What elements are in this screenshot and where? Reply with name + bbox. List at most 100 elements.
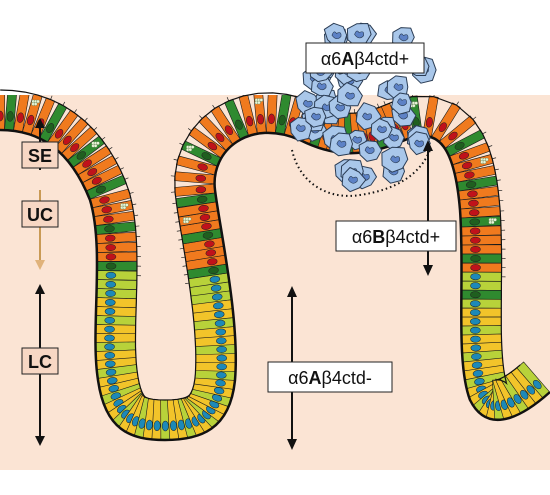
cell-nucleus — [54, 129, 64, 139]
microvillus — [496, 179, 501, 181]
microvillus — [182, 265, 187, 267]
goblet-vesicle — [187, 217, 192, 221]
cell-nucleus — [195, 186, 207, 194]
cell-nucleus — [196, 195, 208, 203]
cell-nucleus — [470, 282, 481, 290]
uc-label-box — [21, 200, 59, 228]
tumor-nucleus — [295, 124, 306, 132]
epithelial-cell — [0, 95, 5, 131]
tumor-nucleus — [316, 82, 327, 91]
microvillus — [178, 239, 183, 241]
epithelial-cell — [460, 307, 502, 318]
cell-nucleus — [87, 168, 98, 177]
cell-nucleus — [62, 135, 72, 145]
microvillus — [433, 95, 435, 97]
tumor-nucleus — [389, 133, 399, 142]
epithelial-cell — [461, 262, 502, 273]
goblet-vesicle — [93, 144, 98, 148]
cell-nucleus — [195, 174, 207, 182]
crypt-integrin-label-text: α6Aβ4ctd- — [288, 368, 372, 388]
cell-nucleus — [470, 309, 481, 317]
cell-nucleus — [199, 213, 211, 221]
tumor-nucleus — [344, 91, 355, 100]
cell-nucleus — [216, 371, 227, 379]
cell-nucleus — [16, 112, 24, 123]
microvillus — [176, 230, 181, 232]
epithelial-cell — [95, 297, 137, 309]
cell-nucleus — [153, 420, 161, 432]
tumor-nucleus — [310, 112, 321, 121]
cell-nucleus — [205, 249, 217, 257]
epithelial-cell — [460, 316, 502, 327]
microvillus — [377, 103, 380, 108]
microvillus — [383, 101, 386, 106]
cell-nucleus — [465, 181, 477, 189]
cell-nucleus — [468, 209, 480, 217]
goblet-vesicle — [259, 98, 264, 102]
cell-nucleus — [235, 119, 243, 130]
cell-nucleus — [470, 291, 481, 299]
cell-nucleus — [215, 132, 225, 142]
microvillus — [494, 168, 499, 171]
microvillus — [175, 221, 180, 223]
lc-arrowhead-bottom — [35, 436, 45, 446]
cell-nucleus — [107, 377, 118, 385]
microvillus — [114, 157, 119, 160]
cell-nucleus — [469, 227, 481, 235]
epithelial-cell — [95, 306, 137, 318]
tumor-nucleus — [336, 140, 347, 148]
cell-nucleus — [425, 117, 433, 128]
microvillus — [74, 109, 77, 113]
microvillus — [412, 95, 414, 97]
cell-nucleus — [104, 352, 116, 359]
tumor-nucleus — [397, 98, 407, 106]
crypt-integrin-label: α6Aβ4ctd- — [267, 361, 393, 393]
microvillus — [134, 214, 139, 217]
cell-nucleus — [197, 163, 208, 171]
cell-nucleus — [105, 360, 116, 368]
cell-nucleus — [46, 123, 55, 133]
epithelial-cell — [461, 271, 502, 282]
tumor-integrin-label: α6Aβ4ctd+ — [305, 42, 425, 74]
epithelial-cell — [96, 241, 138, 253]
cell-nucleus — [520, 389, 529, 400]
basement-membrane — [0, 128, 550, 442]
cell-nucleus — [0, 110, 4, 122]
cell-nucleus — [26, 114, 35, 126]
epithelial-cell — [96, 270, 138, 281]
goblet-vesicle — [411, 103, 416, 108]
cell-nucleus — [105, 253, 117, 261]
cell-nucleus — [105, 368, 117, 376]
cell-nucleus — [471, 353, 482, 361]
microvillus — [242, 95, 244, 96]
epithelial-cell — [460, 225, 502, 237]
goblet-vesicle — [33, 102, 38, 106]
microvillus — [456, 101, 459, 106]
goblet-vesicle — [125, 203, 129, 207]
goblet-vesicle — [490, 220, 495, 225]
microvillus — [173, 158, 178, 161]
cell-nucleus — [209, 275, 221, 283]
cell-nucleus — [105, 271, 117, 279]
cell-nucleus — [91, 176, 102, 185]
cell-nucleus — [467, 190, 478, 198]
goblet-vesicle — [188, 147, 193, 152]
epithelial-cell — [266, 95, 278, 134]
cell-nucleus — [202, 231, 214, 239]
goblet-vesicle — [257, 100, 261, 105]
cell-nucleus — [105, 244, 116, 252]
tumor-nucleus — [302, 99, 313, 108]
tumor-nucleus — [390, 155, 400, 164]
lc-label: LC — [28, 352, 52, 372]
tumor-nucleus — [347, 176, 358, 184]
epithelial-cell — [96, 251, 138, 262]
epithelial-cell — [96, 279, 138, 290]
goblet-vesicle — [185, 219, 190, 224]
microvillus — [172, 202, 177, 204]
cell-nucleus — [105, 290, 116, 297]
cell-nucleus — [464, 171, 475, 179]
tumor-nucleus — [352, 135, 362, 144]
microvillus — [84, 117, 88, 122]
left-scale: SE UC LC — [21, 118, 59, 446]
microvillus — [132, 203, 137, 206]
